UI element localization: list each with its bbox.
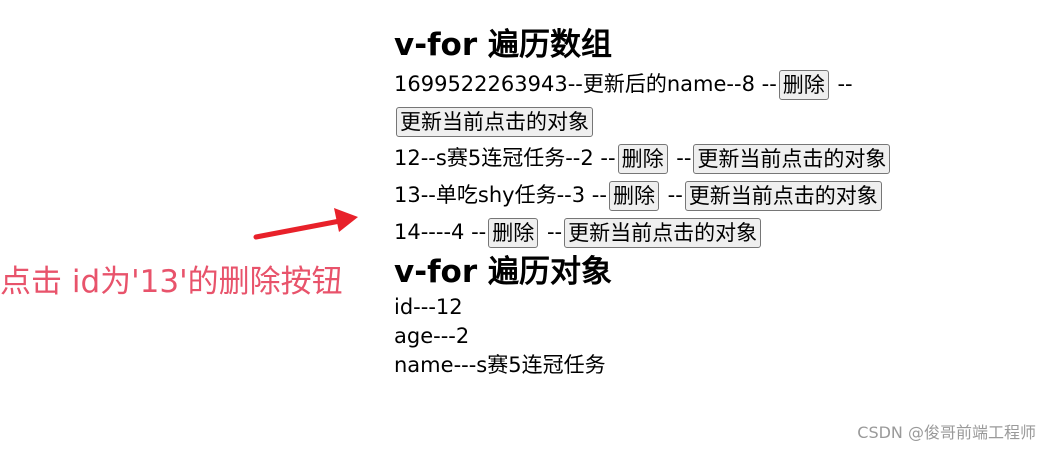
entry-value: 12 (435, 295, 463, 319)
separator: -- (546, 220, 563, 244)
list-item: 14----4 --删除 --更新当前点击的对象 (394, 214, 1034, 251)
annotation-arrow-icon (253, 208, 358, 240)
item-id: 13 (394, 183, 421, 207)
separator: -- (761, 72, 777, 96)
update-button[interactable]: 更新当前点击的对象 (564, 218, 762, 248)
list-item: 12--s赛5连冠任务--2 --删除 --更新当前点击的对象 (394, 140, 1034, 177)
item-age: 3 (571, 183, 586, 207)
separator: -- (676, 146, 692, 170)
delete-button[interactable]: 删除 (488, 218, 539, 248)
separator: -- (565, 146, 581, 170)
update-button[interactable]: 更新当前点击的对象 (684, 181, 882, 211)
separator: --- (413, 295, 436, 319)
delete-button[interactable]: 删除 (608, 181, 659, 211)
entry-value: s赛5连冠任务 (476, 353, 606, 377)
item-name: 单吃shy任务 (435, 183, 557, 207)
separator: -- (667, 183, 683, 207)
separator: -- (420, 146, 436, 170)
entry-key: age (394, 324, 434, 348)
separator: --- (453, 353, 477, 377)
watermark: CSDN @俊哥前端工程师 (857, 423, 1036, 442)
item-age: 2 (580, 146, 594, 170)
item-age: 4 (451, 220, 465, 244)
object-section-title: v-for 遍历对象 (394, 254, 612, 290)
arrow-head (334, 208, 358, 232)
separator: -- (435, 220, 452, 244)
item-name: s赛5连冠任务 (435, 146, 566, 170)
delete-button[interactable]: 删除 (617, 144, 668, 174)
object-entry: id---12 (394, 293, 1034, 322)
update-button[interactable]: 更新当前点击的对象 (396, 107, 593, 137)
array-section-title: v-for 遍历数组 (394, 27, 612, 63)
entry-key: name (394, 353, 454, 377)
list-item: 1699522263943--更新后的name--8 --删除 --更新当前点击… (394, 66, 954, 140)
separator: -- (420, 220, 436, 244)
entry-value: 2 (455, 324, 470, 348)
app-root: v-for 遍历数组 1699522263943--更新后的name--8 --… (394, 24, 1034, 380)
separator: -- (420, 183, 436, 207)
separator: -- (556, 183, 572, 207)
object-entry: name---s赛5连冠任务 (394, 351, 1034, 380)
annotation-text: 点击 id为'13'的删除按钮 (0, 264, 343, 300)
separator: -- (600, 146, 616, 170)
separator: -- (726, 72, 742, 96)
entry-key: id (394, 295, 414, 319)
separator: -- (837, 72, 853, 96)
separator: --- (433, 324, 456, 348)
separator: -- (591, 183, 607, 207)
item-id: 14 (394, 220, 421, 244)
separator: -- (471, 220, 487, 244)
update-button[interactable]: 更新当前点击的对象 (693, 144, 891, 174)
item-age: 8 (741, 72, 755, 96)
item-id: 12 (394, 146, 421, 170)
item-name: 更新后的name (582, 72, 727, 96)
list-item: 13--单吃shy任务--3 --删除 --更新当前点击的对象 (394, 177, 1034, 214)
arrow-shaft (253, 218, 343, 240)
delete-button[interactable]: 删除 (778, 70, 829, 100)
separator: -- (567, 72, 583, 96)
item-id: 1699522263943 (394, 72, 568, 96)
object-entry: age---2 (394, 322, 1034, 351)
